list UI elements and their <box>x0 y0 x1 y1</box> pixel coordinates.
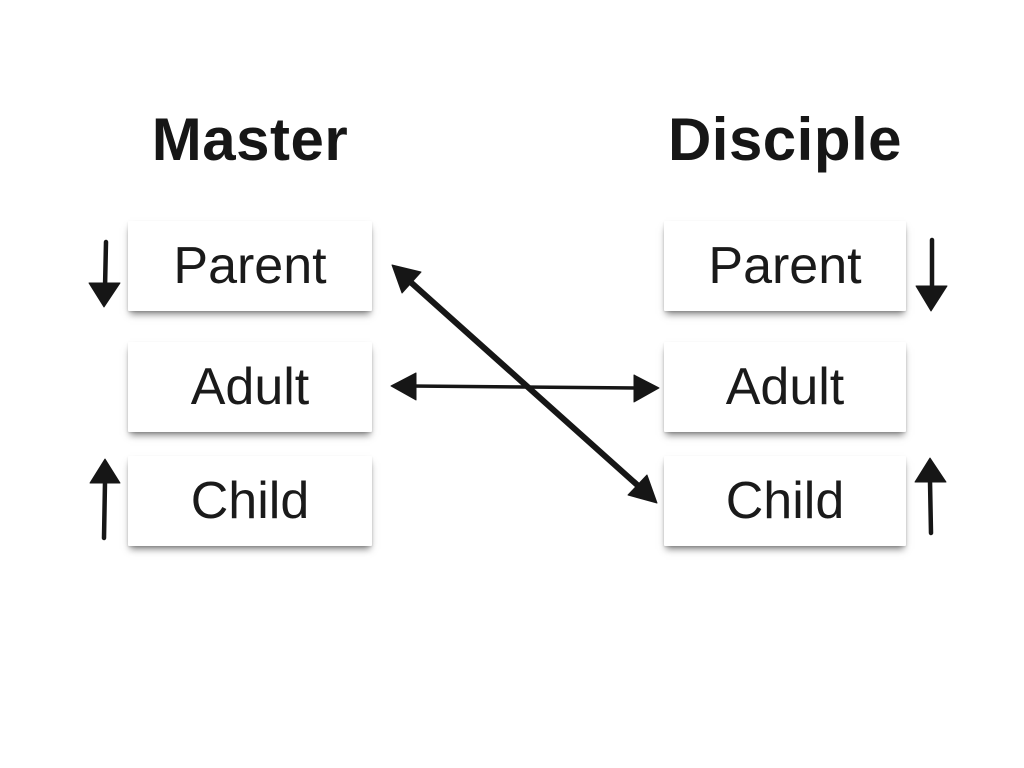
master-parent-box: Parent <box>128 221 372 311</box>
disciple-child-up-arrow-icon <box>914 457 947 536</box>
master-column-title: Master <box>151 105 349 173</box>
parent-child-cross-double-arrow <box>391 264 658 504</box>
disciple-child-label: Child <box>725 472 845 530</box>
disciple-parent-label: Parent <box>708 237 862 295</box>
disciple-column-title: Disciple <box>667 105 903 173</box>
disciple-adult-box: Adult <box>664 342 906 432</box>
master-child-label: Child <box>190 472 310 530</box>
master-adult-box: Adult <box>128 342 372 432</box>
master-child-box: Child <box>128 456 372 546</box>
master-parent-down-arrow-icon <box>88 239 121 308</box>
disciple-adult-label: Adult <box>725 358 845 416</box>
disciple-parent-box: Parent <box>664 221 906 311</box>
master-child-up-arrow-icon <box>89 458 121 541</box>
disciple-child-box: Child <box>664 456 906 546</box>
master-parent-label: Parent <box>173 237 327 295</box>
adult-adult-double-arrow <box>390 372 660 403</box>
master-adult-label: Adult <box>190 358 310 416</box>
disciple-parent-down-arrow-icon <box>915 237 948 312</box>
